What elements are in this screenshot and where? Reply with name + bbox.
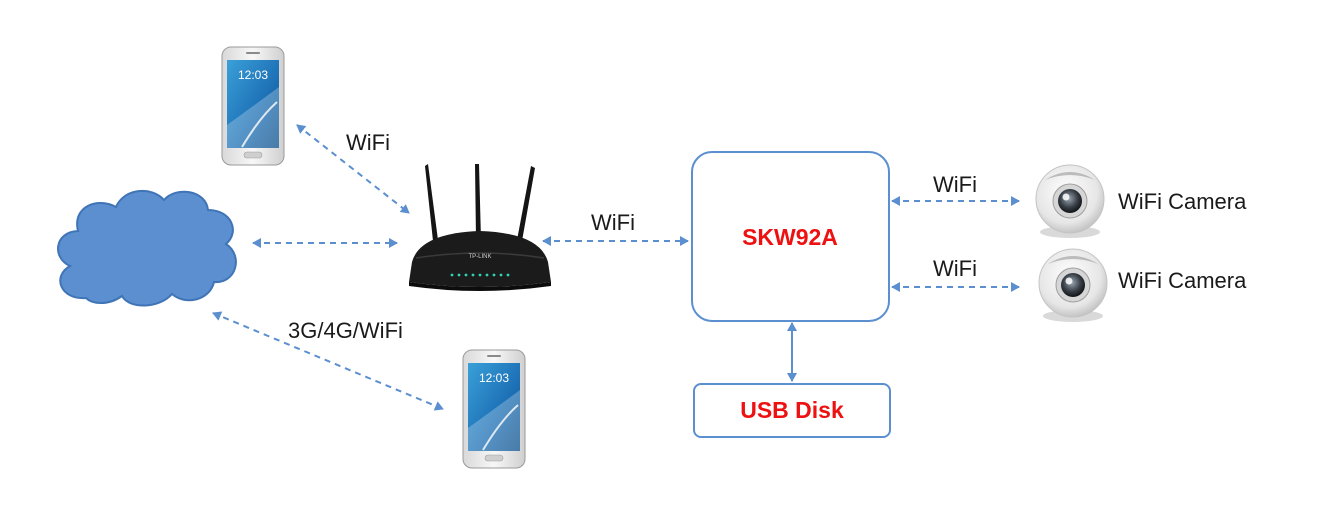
label-cellular-link: 3G/4G/WiFi — [288, 318, 403, 343]
phone-clock-bottom: 12:03 — [479, 371, 509, 385]
router-icon: TP-LINK — [409, 164, 551, 291]
webcam-icon-1 — [1035, 164, 1105, 239]
usb-disk-box — [693, 383, 891, 438]
label-camera1: WiFi Camera — [1118, 189, 1247, 214]
skw92a-box — [691, 151, 890, 322]
usb-disk-label: USB Disk — [740, 397, 844, 423]
skw92a-label: SKW92A — [742, 224, 838, 250]
webcam-icon-2 — [1038, 248, 1108, 323]
smartphone-icon-bottom: 12:03 — [462, 349, 526, 469]
label-wifi-router-skw: WiFi — [591, 210, 635, 235]
cloud-icon — [57, 189, 237, 307]
label-wifi-phone-router: WiFi — [346, 130, 390, 155]
label-wifi-camera2-link: WiFi — [933, 256, 977, 281]
link-cloud-phone — [212, 311, 444, 411]
usb-disk-node: USB Disk — [693, 383, 891, 438]
link-phone-router — [296, 124, 410, 214]
label-camera2: WiFi Camera — [1118, 268, 1247, 293]
label-wifi-camera1-link: WiFi — [933, 172, 977, 197]
skw92a-node: SKW92A — [691, 151, 890, 322]
phone-clock-top: 12:03 — [238, 68, 268, 82]
router-brand-label: TP-LINK — [468, 254, 491, 260]
smartphone-icon-top: 12:03 — [221, 46, 285, 166]
router-leds — [450, 273, 510, 277]
